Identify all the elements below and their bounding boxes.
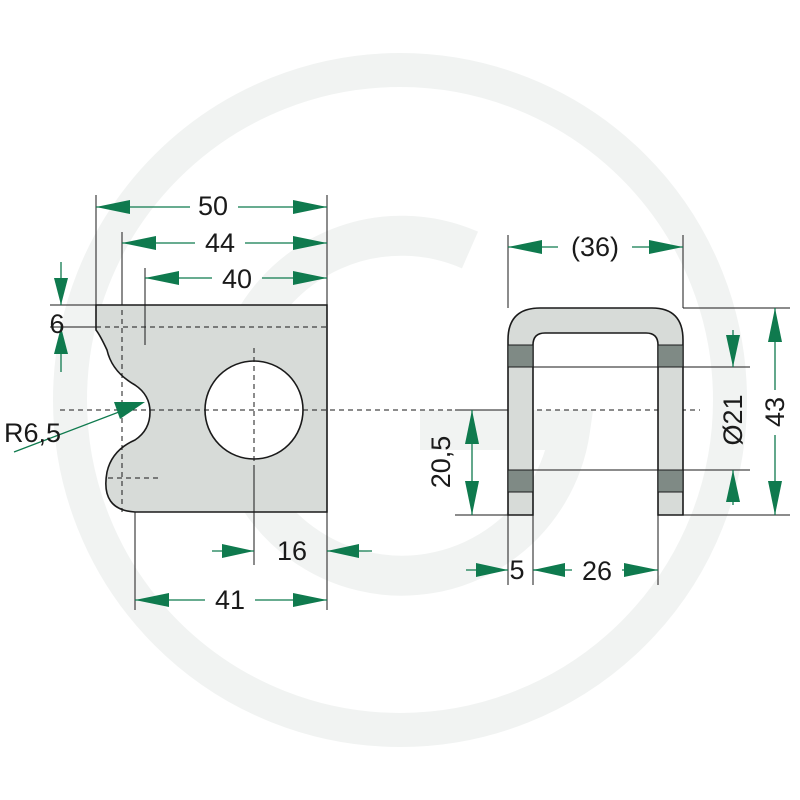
dimension-26: 26 — [533, 556, 658, 586]
dimension-40: 40 — [145, 264, 327, 294]
label-43: 43 — [760, 397, 790, 427]
dimension-20-5: 20,5 — [426, 410, 479, 515]
extension-lines-right — [455, 235, 790, 585]
dimension-44: 44 — [122, 228, 327, 258]
bushing-bottom-right — [657, 469, 684, 493]
label-36: (36) — [571, 232, 619, 262]
dimension-6: 6 — [49, 262, 68, 372]
dimension-41: 41 — [135, 585, 327, 615]
dimension-36: (36) — [508, 232, 683, 262]
label-26: 26 — [582, 556, 612, 586]
label-41: 41 — [215, 585, 245, 615]
extension-lines-left — [50, 195, 328, 610]
label-5: 5 — [509, 555, 524, 585]
label-44: 44 — [205, 228, 235, 258]
bushing-top-right — [657, 344, 684, 368]
label-16: 16 — [277, 536, 307, 566]
label-50: 50 — [198, 191, 228, 221]
dimension-16: 16 — [212, 536, 372, 566]
front-view-bracket — [507, 307, 684, 516]
label-6: 6 — [49, 309, 64, 339]
label-40: 40 — [222, 264, 252, 294]
dimension-21: Ø21 — [718, 330, 748, 505]
dimension-43: 43 — [760, 308, 790, 515]
label-21: Ø21 — [718, 394, 748, 445]
label-20-5: 20,5 — [426, 436, 456, 489]
label-radius: R6,5 — [4, 418, 61, 448]
dimension-radius: R6,5 — [4, 402, 145, 453]
bushing-top-left — [507, 344, 534, 368]
bushing-bottom-left — [507, 469, 534, 493]
dimension-50: 50 — [96, 191, 327, 221]
